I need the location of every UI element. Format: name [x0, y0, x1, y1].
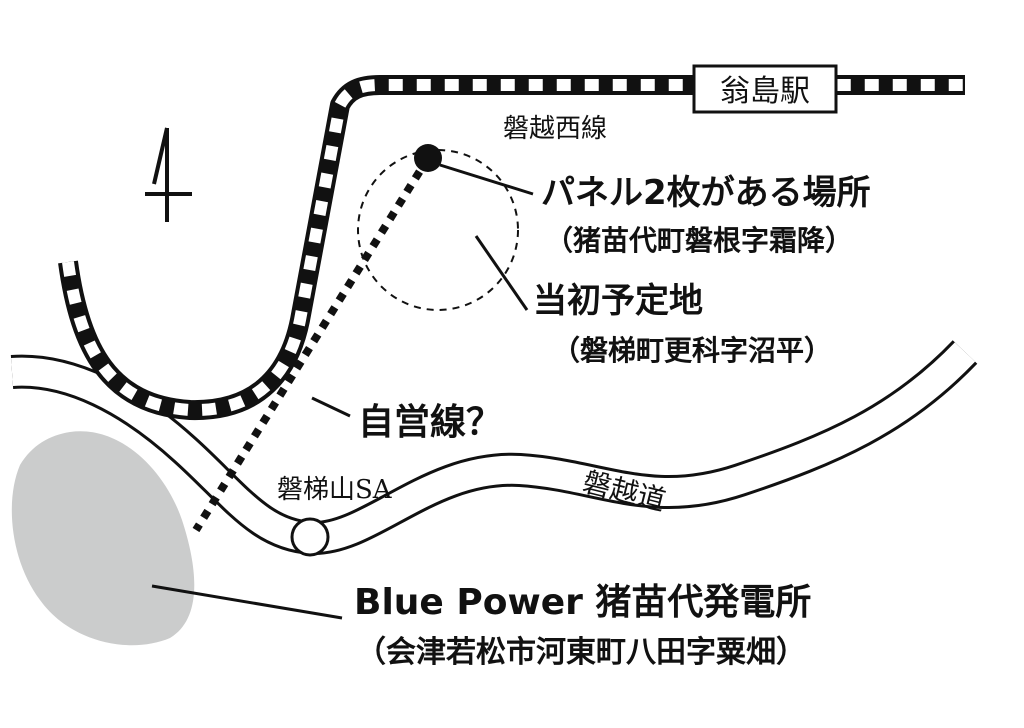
station-label: 翁島駅: [720, 74, 810, 109]
panel-site-leader: [439, 163, 534, 196]
private-line-label: 自営線？: [358, 402, 502, 443]
service-area-label: 磐梯山SA: [277, 475, 393, 505]
private-line-leader: [311, 396, 351, 418]
filled-dot-icon: [414, 144, 442, 172]
initial-site-address: （磐梯町更科字沼平）: [552, 334, 832, 367]
initial-site-circle: [357, 149, 519, 311]
railway-label: 磐越西線: [503, 114, 607, 144]
initial-site-leader: [474, 235, 529, 311]
station-box: 翁島駅: [692, 64, 838, 114]
power-plant-address: （会津若松市河東町八田字粟畑）: [356, 635, 806, 670]
power-plant-area: [11, 431, 195, 646]
initial-site-label: 当初予定地: [533, 281, 703, 321]
panel-site-address: （猪苗代町磐根字霜降）: [545, 224, 853, 257]
railway-line: [58, 75, 965, 421]
power-plant-label: Blue Power 猪苗代発電所: [354, 582, 811, 623]
expressway-road: [10, 340, 978, 555]
panel-site-label: パネル2枚がある場所: [541, 173, 871, 213]
power-plant-leader: [151, 584, 343, 620]
north-arrow-icon: [145, 127, 192, 222]
circle-marker-icon: [290, 517, 330, 557]
